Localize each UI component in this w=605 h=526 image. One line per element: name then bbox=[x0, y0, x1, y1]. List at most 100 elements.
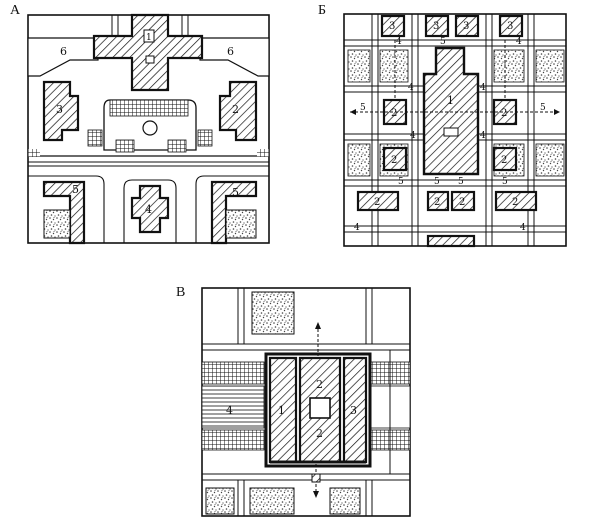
building-3 bbox=[42, 80, 80, 142]
panel-b-letter: Б bbox=[318, 3, 326, 18]
b-sub-2-5 bbox=[356, 190, 400, 212]
building-5-right-label: 5 bbox=[232, 186, 239, 199]
building-4 bbox=[130, 184, 170, 234]
c-court-stripes bbox=[201, 385, 265, 429]
garden-right bbox=[225, 209, 257, 239]
square-paving-right bbox=[167, 139, 187, 153]
panel-c-letter: В bbox=[176, 285, 185, 300]
c-building-1-label: 1 bbox=[278, 404, 285, 417]
b-top-3-2-label: 3 bbox=[433, 21, 439, 32]
building-5-right bbox=[210, 180, 258, 245]
c-arrow-top bbox=[315, 322, 321, 329]
b-sub-2-6 bbox=[426, 190, 450, 212]
building-1-tag bbox=[143, 29, 155, 43]
b-sub-2-6-label: 2 bbox=[434, 197, 440, 208]
b-top-3-4 bbox=[498, 14, 524, 38]
building-b-1 bbox=[422, 46, 480, 176]
b-top-3-1-label: 3 bbox=[389, 21, 395, 32]
b-sub-2-7 bbox=[450, 190, 476, 212]
b-path4-3: 4 bbox=[408, 83, 414, 93]
b-top-3-3-label: 3 bbox=[463, 21, 469, 32]
zone-6-left-label: 6 bbox=[60, 45, 67, 58]
b-path5-2: 5 bbox=[540, 103, 546, 113]
b-top-3-4-label: 3 bbox=[507, 21, 513, 32]
c-garden-bottom-mid bbox=[249, 487, 295, 515]
stipple-b-1 bbox=[347, 49, 371, 83]
fountain bbox=[142, 120, 158, 136]
building-1-court bbox=[145, 55, 155, 64]
b-sub-2-3 bbox=[382, 146, 408, 172]
b-arrow-left bbox=[350, 109, 356, 115]
c-arrow-bottom bbox=[313, 491, 319, 498]
panel-b: Б 3 3 3 3 bbox=[318, 3, 567, 248]
b-path5-7: 5 bbox=[502, 177, 508, 187]
panel-a: А 6 6 1 3 2 bbox=[10, 3, 270, 245]
b-path4-4: 4 bbox=[480, 83, 486, 93]
stipple-b-5 bbox=[347, 143, 371, 177]
panel-c: В 4 1 2 2 3 bbox=[176, 285, 411, 517]
grid-edge-left bbox=[28, 149, 40, 157]
c-building-2-bottom-label: 2 bbox=[316, 427, 323, 440]
b-path5-4: 5 bbox=[398, 177, 404, 187]
building-3-label: 3 bbox=[56, 103, 63, 116]
stipple-b-2 bbox=[379, 49, 409, 83]
b-path5-3: 5 bbox=[440, 37, 446, 47]
panel-a-letter: А bbox=[10, 3, 21, 18]
building-1-label: 1 bbox=[146, 33, 152, 43]
b-sub-2-3-label: 2 bbox=[391, 155, 397, 166]
building-b-1-court bbox=[443, 127, 459, 137]
b-top-3-3 bbox=[454, 14, 480, 38]
building-4-label: 4 bbox=[145, 203, 152, 216]
c-street-grid bbox=[202, 288, 410, 516]
b-sub-2-8 bbox=[494, 190, 538, 212]
b-path5-5: 5 bbox=[434, 177, 440, 187]
lower-left-frame bbox=[28, 175, 105, 243]
building-5-label: 5 bbox=[72, 183, 79, 196]
b-sub-2-1-label: 2 bbox=[391, 108, 397, 119]
square-paving-top bbox=[109, 99, 189, 117]
b-path5-1: 5 bbox=[360, 103, 366, 113]
b-arrow-right bbox=[554, 109, 560, 115]
lower-mid-frame bbox=[123, 179, 177, 243]
building-b-1-label: 1 bbox=[447, 94, 454, 107]
building-5-left bbox=[42, 180, 86, 245]
c-inner-court bbox=[309, 397, 331, 419]
c-gate bbox=[311, 473, 321, 483]
b-sub-2-2-label: 2 bbox=[501, 108, 507, 119]
c-garden-bottom-right bbox=[329, 487, 361, 515]
b-bottom-bldg bbox=[426, 234, 476, 248]
c-building-3-label: 3 bbox=[350, 404, 357, 417]
b-path4-8: 4 bbox=[520, 223, 526, 233]
building-1 bbox=[92, 13, 204, 92]
b-sub-2-8-label: 2 bbox=[512, 197, 518, 208]
b-path4-5: 4 bbox=[410, 131, 416, 141]
grid-left bbox=[87, 129, 103, 147]
b-path4-7: 4 bbox=[354, 223, 360, 233]
garden-left bbox=[43, 209, 71, 239]
grid-right bbox=[197, 129, 213, 147]
zone-6-right-label: 6 bbox=[227, 45, 234, 58]
b-top-3-2 bbox=[424, 14, 450, 38]
stipple-b-3 bbox=[493, 49, 525, 83]
c-paving-left-bottom bbox=[201, 429, 265, 451]
c-garden-top bbox=[251, 291, 295, 335]
b-sub-2-4 bbox=[492, 146, 518, 172]
b-path4-2: 4 bbox=[516, 37, 522, 47]
building-2 bbox=[218, 80, 258, 142]
b-path4-1: 4 bbox=[396, 37, 402, 47]
grid-edge-right bbox=[257, 149, 269, 157]
square-paving-left bbox=[115, 139, 135, 153]
b-sub-2-5-label: 2 bbox=[374, 197, 380, 208]
stipple-b-4 bbox=[535, 49, 565, 83]
lower-right-frame bbox=[195, 175, 269, 243]
stipple-b-8 bbox=[535, 143, 565, 177]
b-sub-2-7-label: 2 bbox=[459, 197, 465, 208]
b-top-3-1 bbox=[380, 14, 406, 38]
building-2-label: 2 bbox=[232, 103, 239, 116]
c-garden-bottom-left bbox=[205, 487, 235, 515]
c-paving-left-top bbox=[201, 361, 265, 385]
c-building-2-top-label: 2 bbox=[316, 378, 323, 391]
b-path4-6: 4 bbox=[480, 131, 486, 141]
c-court-label: 4 bbox=[226, 404, 233, 417]
